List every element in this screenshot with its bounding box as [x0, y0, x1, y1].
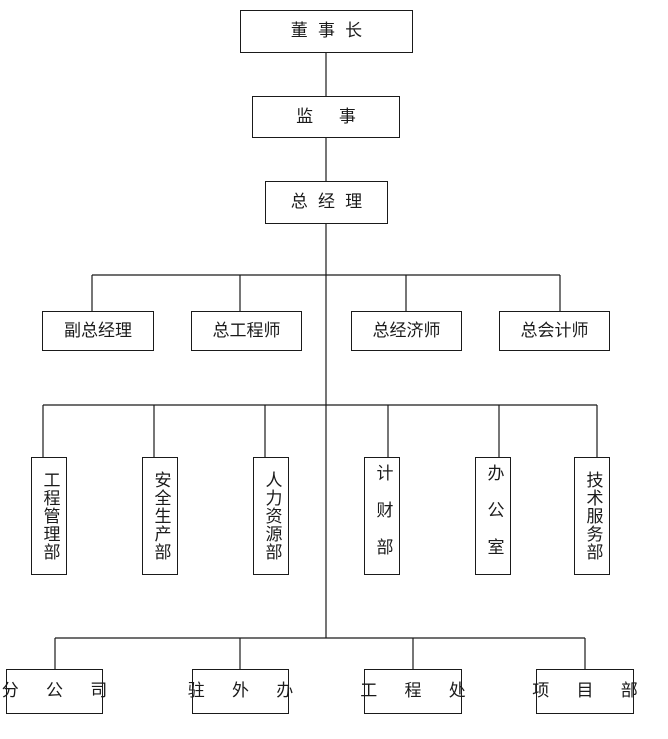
node-supervisor: 监 事 [252, 96, 400, 138]
node-chief-economist: 总经济师 [351, 311, 462, 351]
node-office-label: 办公室 [483, 464, 504, 575]
node-human-resources: 人力资源部 [253, 457, 289, 575]
node-chief-engineer-label: 总工程师 [212, 320, 281, 341]
node-chief-accountant-label: 总会计师 [520, 320, 589, 341]
node-chairman: 董事长 [240, 10, 413, 53]
node-deputy-gm-label: 副总经理 [64, 320, 132, 341]
node-engineering-division-label: 工程处 [360, 681, 493, 701]
node-finance-label: 计财部 [372, 464, 393, 575]
node-engineering-mgmt-label: 工程管理部 [39, 471, 60, 561]
node-chief-engineer: 总工程师 [191, 311, 302, 351]
node-general-manager-label: 总经理 [290, 192, 373, 212]
node-safety-production-label: 安全生产部 [150, 471, 171, 561]
node-supervisor-label: 监 事 [296, 106, 367, 127]
node-human-resources-label: 人力资源部 [261, 471, 282, 561]
node-chief-economist-label: 总经济师 [372, 320, 441, 341]
node-engineering-division: 工程处 [360, 669, 466, 714]
node-deputy-gm: 副总经理 [42, 311, 154, 351]
node-general-manager: 总经理 [265, 181, 388, 224]
node-branch-label: 分公司 [1, 681, 135, 701]
node-field-office-label: 驻外办 [187, 681, 321, 701]
node-chairman-label: 董事长 [290, 21, 373, 41]
node-branch: 分公司 [2, 669, 107, 714]
node-office: 办公室 [475, 457, 511, 575]
node-safety-production: 安全生产部 [142, 457, 178, 575]
node-project-dept: 项目部 [532, 669, 638, 714]
node-engineering-mgmt: 工程管理部 [31, 457, 67, 575]
node-project-dept-label: 项目部 [532, 681, 665, 701]
node-technical-services: 技术服务部 [574, 457, 610, 575]
node-chief-accountant: 总会计师 [499, 311, 610, 351]
node-field-office: 驻外办 [188, 669, 293, 714]
node-technical-services-label: 技术服务部 [582, 471, 603, 561]
node-finance: 计财部 [364, 457, 400, 575]
